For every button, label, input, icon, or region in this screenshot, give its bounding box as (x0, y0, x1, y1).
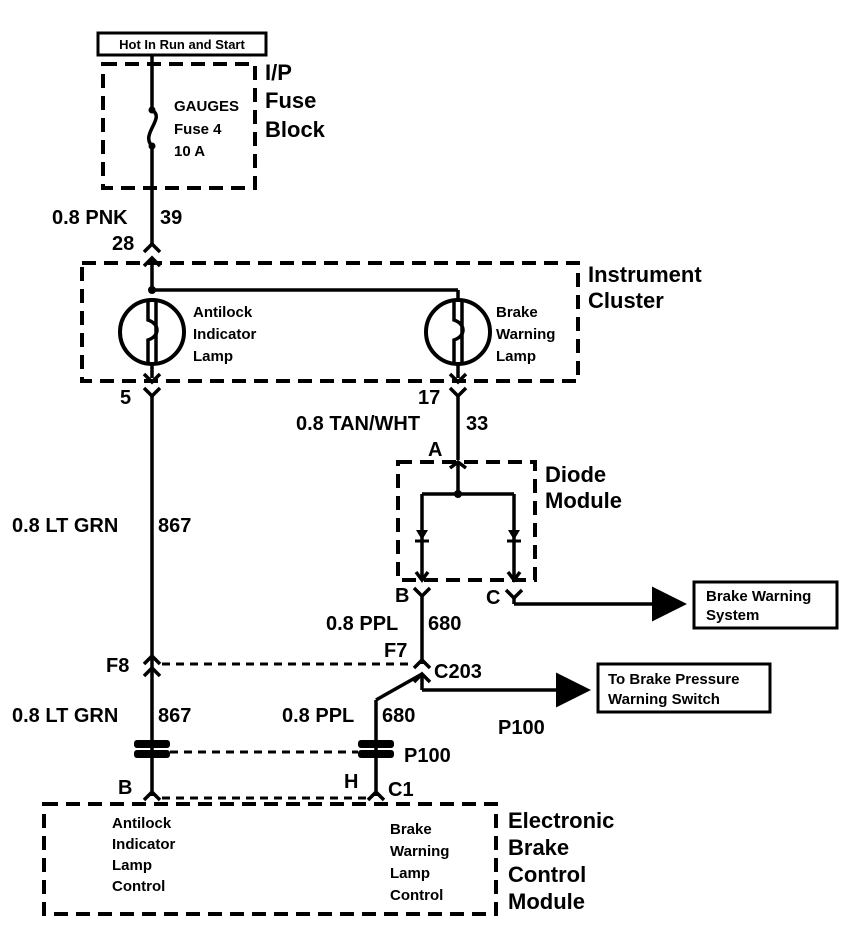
connector-c203: C203 (434, 661, 482, 683)
brake-warning-system-label: Brake Warning System (706, 588, 811, 624)
svg-text:Lamp: Lamp (112, 857, 152, 874)
svg-text:Electronic: Electronic (508, 808, 614, 833)
svg-text:10 A: 10 A (174, 143, 205, 160)
svg-text:Fuse: Fuse (265, 88, 316, 113)
svg-text:I/P: I/P (265, 60, 292, 85)
connector-p100: P100 (404, 745, 451, 767)
brake-lamp-symbol (424, 298, 492, 366)
diode-module-internals (414, 459, 522, 583)
brake-pressure-switch-box (596, 662, 772, 714)
svg-text:Lamp: Lamp (390, 865, 430, 882)
diode-module-title: Diode Module (545, 462, 622, 513)
pin-B-diode: B (395, 585, 409, 607)
p100-connector-right (358, 740, 394, 758)
wire-ppl-upper-circuit: 680 (428, 613, 461, 635)
connector-28 (142, 241, 162, 254)
wire-ppl-lower-circuit: 680 (382, 705, 415, 727)
svg-text:Fuse 4: Fuse 4 (174, 121, 222, 138)
svg-text:Antilock: Antilock (112, 815, 172, 832)
svg-text:Warning: Warning (496, 326, 555, 343)
svg-text:Control: Control (390, 887, 443, 904)
connector-F7 (412, 657, 432, 670)
connector-F8 (142, 653, 162, 666)
brake-lamp-label: Brake Warning Lamp (496, 304, 555, 365)
svg-text:Warning Switch: Warning Switch (608, 691, 720, 708)
p100-floating-label: P100 (498, 717, 545, 739)
instrument-cluster-title: Instrument Cluster (588, 262, 702, 313)
pin-B-ebcm: B (118, 777, 132, 799)
connector-ebcm-H (366, 789, 386, 802)
wire-pnk-circuit: 39 (160, 207, 182, 229)
connector-c1: C1 (388, 779, 414, 801)
wire-lt-grn-upper-circuit: 867 (158, 515, 191, 537)
svg-text:Brake: Brake (390, 821, 432, 838)
connector-ebcm-B (142, 789, 162, 802)
svg-text:Brake Warning: Brake Warning (706, 588, 811, 605)
svg-text:Instrument: Instrument (588, 262, 702, 287)
brake-warning-system-box (692, 580, 839, 630)
pin-F7: F7 (384, 640, 407, 662)
svg-text:Control: Control (112, 878, 165, 895)
svg-text:Brake: Brake (508, 835, 569, 860)
svg-text:Cluster: Cluster (588, 288, 664, 313)
svg-text:Indicator: Indicator (112, 836, 176, 853)
connector-B (412, 586, 432, 599)
pin-28: 28 (112, 233, 134, 255)
instrument-cluster-outline (80, 261, 580, 383)
wire-lt-grn-lower-label: 0.8 LT GRN (12, 705, 118, 727)
connector-17 (448, 372, 468, 385)
svg-text:GAUGES: GAUGES (174, 98, 239, 115)
brake-pressure-switch-label: To Brake Pressure Warning Switch (608, 671, 739, 708)
svg-text:Brake: Brake (496, 304, 538, 321)
wire-tan-wht-circuit: 33 (466, 413, 488, 435)
wire-lt-grn-upper-label: 0.8 LT GRN (12, 515, 118, 537)
fuse-block-title: I/P Fuse Block (265, 60, 326, 142)
pin-F8: F8 (106, 655, 129, 677)
p100-connector-left (134, 740, 170, 758)
splice-dot (148, 286, 156, 294)
pin-5: 5 (120, 387, 131, 409)
fuse-symbol (147, 55, 158, 150)
fuse-block-outline (101, 62, 257, 190)
svg-text:Control: Control (508, 862, 586, 887)
connector-F8-female (142, 665, 162, 678)
svg-text:To Brake Pressure: To Brake Pressure (608, 671, 739, 688)
wire-ppl-upper-label: 0.8 PPL (326, 613, 398, 635)
wire-ppl-diagonal (375, 672, 423, 702)
pin-H: H (344, 771, 358, 793)
diode-module-outline (396, 460, 537, 582)
ebcm-title: Electronic Brake Control Module (508, 808, 614, 914)
svg-text:Lamp: Lamp (193, 348, 233, 365)
svg-text:Lamp: Lamp (496, 348, 536, 365)
svg-text:Antilock: Antilock (193, 304, 253, 321)
svg-text:Indicator: Indicator (193, 326, 257, 343)
antilock-lamp-label: Antilock Indicator Lamp (193, 304, 257, 365)
connector-5 (142, 372, 162, 385)
pin-17: 17 (418, 387, 440, 409)
antilock-lamp-symbol (118, 298, 186, 366)
wire-tan-wht-label: 0.8 TAN/WHT (296, 413, 420, 435)
ebcm-outline (42, 802, 498, 916)
svg-text:Warning: Warning (390, 843, 449, 860)
wire-pnk-label: 0.8 PNK (52, 207, 128, 229)
power-source-box (96, 31, 268, 57)
wire-ppl-lower-label: 0.8 PPL (282, 705, 354, 727)
fuse-label: GAUGES Fuse 4 10 A (174, 98, 239, 160)
pin-A: A (428, 439, 442, 461)
svg-text:Diode: Diode (545, 462, 606, 487)
connector-17-female (448, 386, 468, 399)
svg-text:Block: Block (265, 117, 326, 142)
svg-text:System: System (706, 607, 759, 624)
svg-text:Module: Module (508, 889, 585, 914)
antilock-lamp-control-label: Antilock Indicator Lamp Control (112, 815, 176, 895)
connector-5-female (142, 386, 162, 399)
pin-C: C (486, 587, 500, 609)
svg-text:Module: Module (545, 488, 622, 513)
power-source-label: Hot In Run and Start (119, 37, 245, 52)
brake-lamp-control-label: Brake Warning Lamp Control (390, 821, 449, 904)
wire-lt-grn-lower-circuit: 867 (158, 705, 191, 727)
